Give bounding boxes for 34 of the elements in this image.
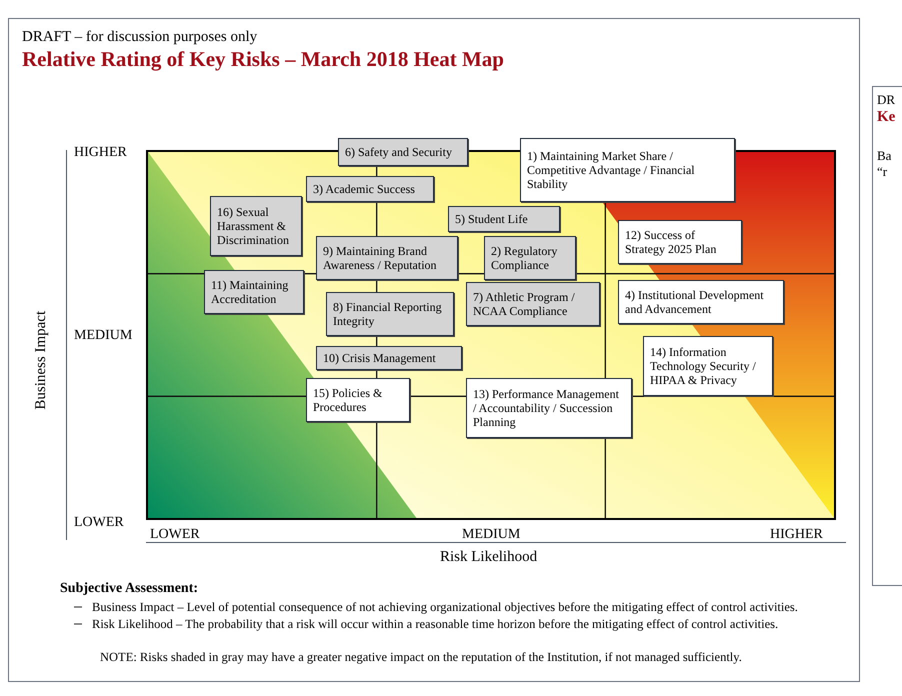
- draft-note: DRAFT – for discussion purposes only: [22, 28, 258, 47]
- axis-tick-label: MEDIUM: [74, 327, 132, 345]
- axis-tick-label: HIGHER: [74, 144, 127, 162]
- shaded-risk-box: 16) Sexual Harassment & Discrimination: [210, 196, 302, 256]
- axis-tick-label: HIGHER: [770, 526, 823, 544]
- axis-tick-label: LOWER: [150, 526, 200, 544]
- risk-box: 4) Institutional Development and Advancement: [618, 280, 784, 324]
- risk-box: 12) Success of Strategy 2025 Plan: [618, 220, 742, 264]
- axis-title: Business Impact: [32, 310, 50, 410]
- risk-box: 14) Information Technology Security / HIPAA & Privacy: [643, 336, 773, 396]
- shaded-risk-box: 9) Maintaining Brand Awareness / Reputation: [316, 236, 458, 280]
- note-text: NOTE: Risks shaded in gray may have a greater negative impact on the reputation of the Institution, if not managed sufficiently.: [100, 649, 742, 666]
- shaded-risk-box: 11) Maintaining Accreditation: [204, 270, 304, 314]
- axis-tick-label: MEDIUM: [462, 526, 520, 544]
- title: Ke: [877, 108, 896, 127]
- title: Relative Rating of Key Risks – March 2018 Heat Map: [22, 46, 504, 73]
- axis-title: Risk Likelihood: [440, 548, 538, 567]
- risk-box: 1) Maintaining Market Share / Competitive Advantage / Financial Stability: [520, 138, 735, 202]
- definition-text: Business Impact – Level of potential consequence of not achieving organizational objectives before the mitigating effect of control activities.: [92, 599, 798, 616]
- body-text: “r: [877, 163, 888, 181]
- shaded-risk-box: 2) Regulatory Compliance: [484, 236, 576, 280]
- shaded-risk-box: 10) Crisis Management: [316, 346, 462, 370]
- notes-heading: Subjective Assessment:: [60, 580, 198, 598]
- axis-tick-label: LOWER: [74, 514, 124, 532]
- definition-text: Risk Likelihood – The probability that a risk will occur within a reasonable time horizon before the mitigating effect of control activities.: [92, 616, 778, 633]
- shaded-risk-box: 3) Academic Success: [306, 176, 434, 202]
- shaded-risk-box: 7) Athletic Program / NCAA Compliance: [466, 282, 600, 326]
- risk-box: 15) Policies & Procedures: [306, 378, 410, 422]
- draft-note: DR: [877, 91, 896, 109]
- risk-box: 13) Performance Management / Accountability / Succession Planning: [466, 378, 632, 438]
- shaded-risk-box: 6) Safety and Security: [338, 138, 468, 166]
- shaded-risk-box: 5) Student Life: [448, 206, 560, 232]
- body-text: Ba: [877, 147, 892, 165]
- shaded-risk-box: 8) Financial Reporting Integrity: [326, 292, 454, 336]
